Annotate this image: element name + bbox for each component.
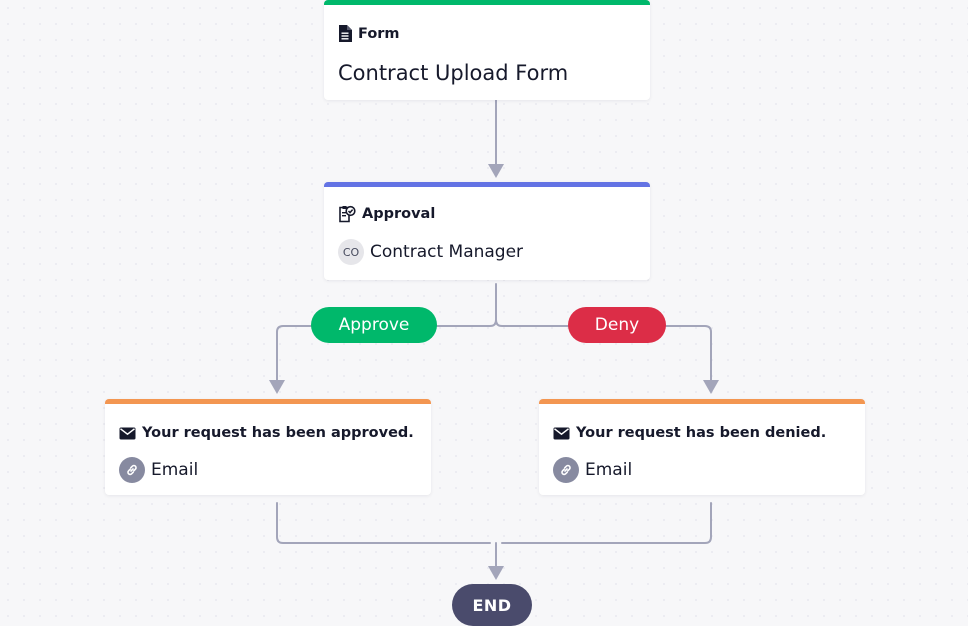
form-node[interactable]: Form Contract Upload Form	[324, 0, 650, 100]
arrowhead-approved-email	[269, 380, 285, 394]
email-approved-subject: Your request has been approved.	[142, 425, 414, 441]
connector-approval-split-right	[495, 319, 712, 383]
form-node-header: Form	[324, 25, 650, 42]
end-node[interactable]: END	[452, 584, 532, 626]
approval-assignee-name: Contract Manager	[370, 242, 524, 262]
form-node-type-label: Form	[358, 25, 400, 42]
approval-node-type-label: Approval	[362, 206, 436, 222]
deny-branch-label[interactable]: Deny	[568, 307, 666, 343]
email-approved-recipient-row: Email	[119, 457, 198, 483]
document-icon	[339, 25, 352, 42]
email-denied-node[interactable]: Your request has been denied. Email	[539, 399, 865, 495]
arrowhead-approval	[488, 164, 504, 178]
connector-join-left	[276, 502, 491, 544]
approval-clipboard-icon	[339, 205, 356, 223]
email-denied-recipient-label: Email	[585, 460, 633, 480]
envelope-icon	[553, 427, 570, 439]
avatar: CO	[338, 239, 364, 265]
approval-node[interactable]: Approval CO Contract Manager	[324, 182, 650, 280]
email-denied-subject: Your request has been denied.	[576, 425, 827, 441]
envelope-icon	[119, 427, 136, 439]
form-node-title: Contract Upload Form	[338, 61, 569, 85]
approve-branch-label[interactable]: Approve	[311, 307, 437, 343]
arrowhead-denied-email	[703, 380, 719, 394]
email-denied-recipient-row: Email	[553, 457, 632, 483]
connector-join-right	[501, 502, 712, 544]
link-icon	[119, 457, 145, 483]
arrowhead-end	[488, 566, 504, 580]
approval-assignee-row: CO Contract Manager	[338, 239, 523, 265]
email-denied-header: Your request has been denied.	[539, 425, 865, 441]
email-approved-header: Your request has been approved.	[105, 425, 431, 441]
email-approved-recipient-label: Email	[151, 460, 199, 480]
link-icon	[553, 457, 579, 483]
email-approved-node[interactable]: Your request has been approved. Email	[105, 399, 431, 495]
approval-node-header: Approval	[324, 205, 650, 223]
